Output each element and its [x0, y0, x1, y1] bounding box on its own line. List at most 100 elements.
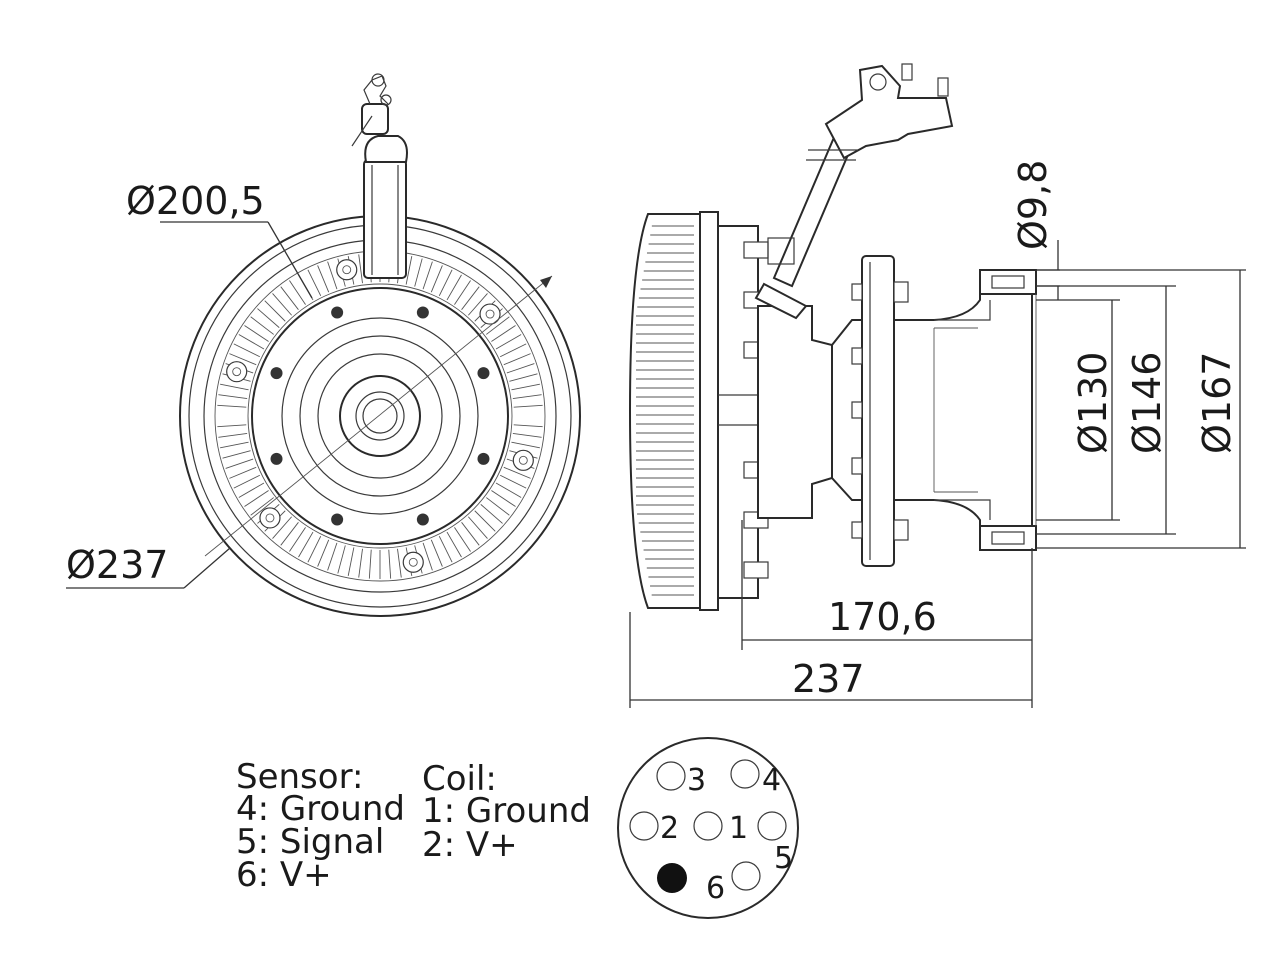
dim-flange-d3: Ø167 [1195, 352, 1239, 454]
pin-1-socket [693, 811, 723, 841]
fin-line [512, 394, 542, 399]
hub-bolt [416, 306, 429, 319]
fin-line [495, 482, 522, 498]
side-fins [636, 225, 694, 596]
fin-line [511, 383, 540, 391]
fin-line [280, 522, 299, 546]
fin-line [218, 433, 248, 438]
wiring-legend: Sensor: 4: Ground 5: Signal 6: V+ Coil: … [236, 757, 591, 895]
legend-sensor-line: 4: Ground [236, 789, 405, 829]
fin-line [495, 334, 522, 350]
fin-line [511, 441, 540, 449]
fin-line [486, 316, 510, 335]
fin-line [317, 265, 330, 293]
dim-length-hub: 170,6 [828, 595, 937, 639]
fin-line [244, 325, 269, 342]
pin-4-socket [730, 759, 760, 789]
flange-nut [851, 457, 863, 475]
fin-line [238, 482, 265, 498]
legend-coil-line: 2: V+ [422, 825, 518, 865]
front-view [66, 73, 581, 617]
fin-line [264, 300, 286, 322]
pin-6-socket [731, 861, 761, 891]
pin-label-6: 6 [706, 871, 725, 906]
fin-line [257, 308, 280, 328]
fin-line [307, 269, 322, 297]
fin-line [468, 293, 488, 316]
fin-line [289, 527, 306, 552]
fin-line [272, 293, 292, 316]
dim-flange-d2: Ø146 [1125, 352, 1169, 454]
fin-line [405, 256, 413, 285]
fin-line [337, 545, 346, 574]
dim-flange-d1: Ø130 [1071, 352, 1115, 454]
hub-bolt [331, 306, 344, 319]
pin-3-socket [656, 761, 686, 791]
fin-line [397, 548, 402, 578]
fixing-ring [479, 303, 501, 325]
fin-line [480, 504, 503, 524]
dim-length-total: 237 [792, 657, 865, 701]
fin-line [250, 316, 274, 335]
fin-line [298, 531, 314, 558]
fin-line [233, 343, 261, 358]
fin-line [220, 441, 249, 449]
side-bolt [743, 241, 769, 259]
fin-line [225, 458, 254, 469]
side-bolt [743, 561, 769, 579]
fin-line [307, 535, 322, 563]
fin-line [229, 466, 257, 479]
fin-line [280, 286, 299, 310]
fin-line [422, 261, 433, 290]
sensor-bracket [754, 63, 954, 320]
fixing-center [485, 309, 495, 319]
fin-ring-fixings [226, 259, 534, 573]
pin-label-3: 3 [687, 763, 706, 798]
sensor-stem [351, 73, 408, 279]
fin-line [327, 542, 338, 571]
fin-line [499, 474, 527, 489]
flange-bolt [893, 281, 909, 303]
fin-line [368, 549, 372, 579]
fin-line [422, 542, 433, 571]
dim-bolt-hole-diameter: Ø9,8 [1011, 160, 1055, 250]
fin-line [327, 261, 338, 290]
fin-line [317, 539, 330, 567]
fin-line [454, 527, 471, 552]
pin-key-marker [657, 863, 687, 893]
flange-nut [851, 347, 863, 365]
fin-line [503, 353, 531, 366]
fin-line [244, 490, 269, 507]
fin-line [486, 497, 510, 516]
legend-sensor-line: 6: V+ [236, 855, 332, 895]
fin-line [446, 531, 462, 558]
hub-bolt [477, 452, 490, 465]
fin-line [222, 450, 251, 459]
fin-line [238, 334, 265, 350]
fin-line [289, 280, 306, 305]
fixing-center [408, 557, 418, 567]
fin-line [454, 280, 471, 305]
fixing-center [518, 455, 528, 465]
connector-pinout: 1 2 3 4 5 6 [617, 737, 799, 919]
legend-coil-title: Coil: [422, 759, 497, 799]
dim-front-inner-diameter: Ø200,5 [126, 179, 265, 223]
fixing-ring [259, 507, 281, 529]
fin-line [358, 254, 363, 284]
hub-bolt [477, 367, 490, 380]
legend-coil-line: 1: Ground [422, 791, 591, 831]
fin-line [474, 510, 496, 532]
fixing-ring [402, 551, 424, 573]
fin-line [229, 353, 257, 366]
fin-line [513, 424, 543, 428]
flange-nut [851, 283, 863, 301]
fin-line [438, 269, 453, 297]
fin-line [347, 547, 355, 576]
hub-bolt [270, 367, 283, 380]
fin-line [446, 274, 462, 301]
fin-line [220, 383, 249, 391]
fixing-ring [226, 361, 248, 383]
fin-line [499, 343, 527, 358]
fin-line [430, 539, 443, 567]
